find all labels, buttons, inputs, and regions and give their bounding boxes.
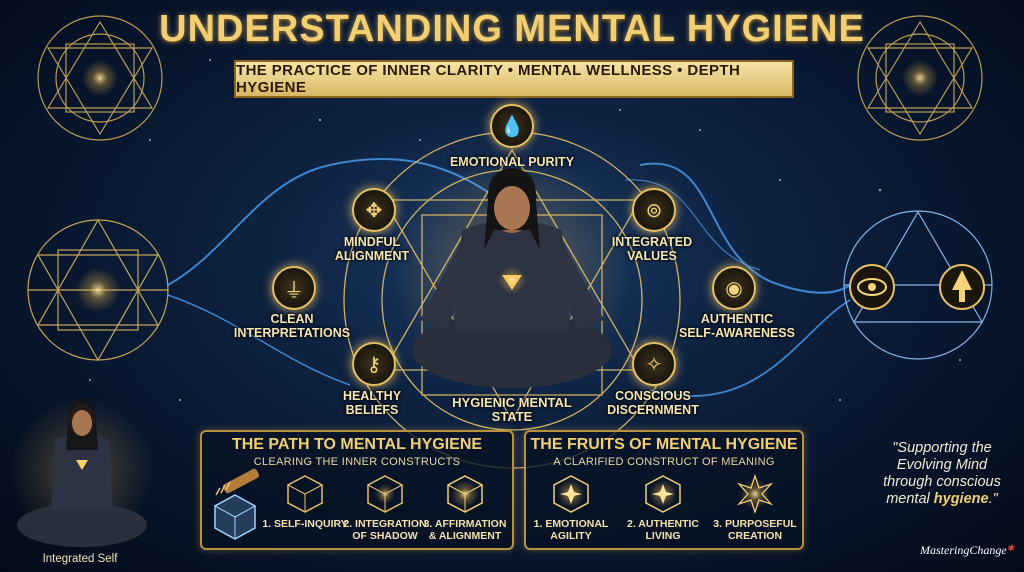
integrated-self-figure: [10, 398, 154, 547]
path-panel-subtitle: CLEARING THE INNER CONSTRUCTS: [253, 456, 461, 468]
head-eye-icon: ◉: [712, 266, 756, 310]
integrated-self-caption: Integrated Self: [42, 553, 118, 565]
brand-name: MasteringChange: [920, 543, 1007, 557]
node-label-healthy-beliefs: HEALTHY BELIEFS: [342, 389, 402, 417]
node-label-clean-interpretations: CLEAN INTERPRETATIONS: [233, 312, 351, 340]
funnel-icon: ⏚: [272, 266, 316, 310]
top-right-geometry: [857, 15, 983, 141]
path-panel: THE PATH TO MENTAL HYGIENE CLEARING THE …: [200, 430, 514, 550]
hexagon-icon: [287, 475, 323, 513]
subtitle-banner: THE PRACTICE OF INNER CLARITY • MENTAL W…: [234, 60, 794, 98]
fruits-panel-title: THE FRUITS OF MENTAL HYGIENE: [530, 436, 798, 453]
hexagon-icon: [367, 475, 403, 513]
path-panel-title: THE PATH TO MENTAL HYGIENE: [231, 436, 483, 453]
fruit-item-purposeful-creation: 3. PURPOSEFUL CREATION: [710, 474, 800, 542]
crystal-icon: [210, 492, 260, 542]
star-crystal-icon: [645, 475, 681, 513]
key-icon: ⚷: [352, 342, 396, 386]
top-left-geometry: [37, 15, 163, 141]
fruit-item-label: 1. EMOTIONAL AGILITY: [533, 518, 609, 542]
path-item-label: 1. SELF-INQUIRY: [262, 518, 348, 530]
path-item-label: 3. AFFIRMATION & ALIGNMENT: [423, 518, 507, 542]
node-label-conscious-discernment: CONSCIOUS DISCERNMENT: [607, 389, 699, 417]
fruits-panel-subtitle: A CLARIFIED CONSTRUCT OF MEANING: [553, 456, 775, 468]
path-item-self-inquiry: 1. SELF-INQUIRY: [260, 474, 350, 530]
arrows-icon: ✥: [352, 188, 396, 232]
quote-emphasis: hygiene: [933, 491, 989, 507]
starfield: [89, 59, 961, 401]
interlocked-rings-icon: ⊚: [632, 188, 676, 232]
quote-text: "Supporting the Evolving Mind through co…: [883, 440, 1001, 507]
star-burst-icon: [736, 474, 774, 514]
fruit-item-authentic-living: 2. AUTHENTIC LIVING: [618, 474, 708, 542]
node-label-emotional-purity: EMOTIONAL PURITY: [449, 155, 575, 169]
center-label: HYGIENIC MENTAL STATE: [452, 395, 572, 424]
fruits-panel: THE FRUITS OF MENTAL HYGIENE A CLARIFIED…: [524, 430, 804, 550]
arrow-up-icon: [939, 264, 985, 310]
fruit-item-label: 3. PURPOSEFUL CREATION: [713, 518, 797, 542]
mid-left-geometry: [27, 218, 169, 362]
quote: "Supporting the Evolving Mind through co…: [872, 440, 1012, 508]
brand-logo: MasteringChange✱: [920, 543, 1015, 557]
fruit-item-emotional-agility: 1. EMOTIONAL AGILITY: [526, 474, 616, 542]
path-item-affirmation-alignment: 3. AFFIRMATION & ALIGNMENT: [420, 474, 510, 542]
node-label-authentic-self-awareness: AUTHENTIC SELF-AWARENESS: [679, 312, 795, 340]
page-title: UNDERSTANDING MENTAL HYGIENE: [159, 8, 865, 50]
water-drop-icon: 💧: [490, 104, 534, 148]
node-label-mindful-alignment: MINDFUL ALIGNMENT: [334, 235, 410, 263]
star-crystal-icon: [553, 475, 589, 513]
eye-icon: [849, 264, 895, 310]
path-item-integration-of-shadow: 2. INTEGRATION OF SHADOW: [340, 474, 430, 542]
node-label-integrated-values: INTEGRATED VALUES: [611, 235, 693, 263]
hexagon-icon: [447, 475, 483, 513]
compass-icon: ✧: [632, 342, 676, 386]
brush-icon: [208, 452, 268, 496]
path-item-label: 2. INTEGRATION OF SHADOW: [343, 518, 427, 542]
fruit-item-label: 2. AUTHENTIC LIVING: [627, 518, 699, 542]
quote-end: .": [988, 491, 998, 507]
meditating-figure: [412, 168, 612, 388]
